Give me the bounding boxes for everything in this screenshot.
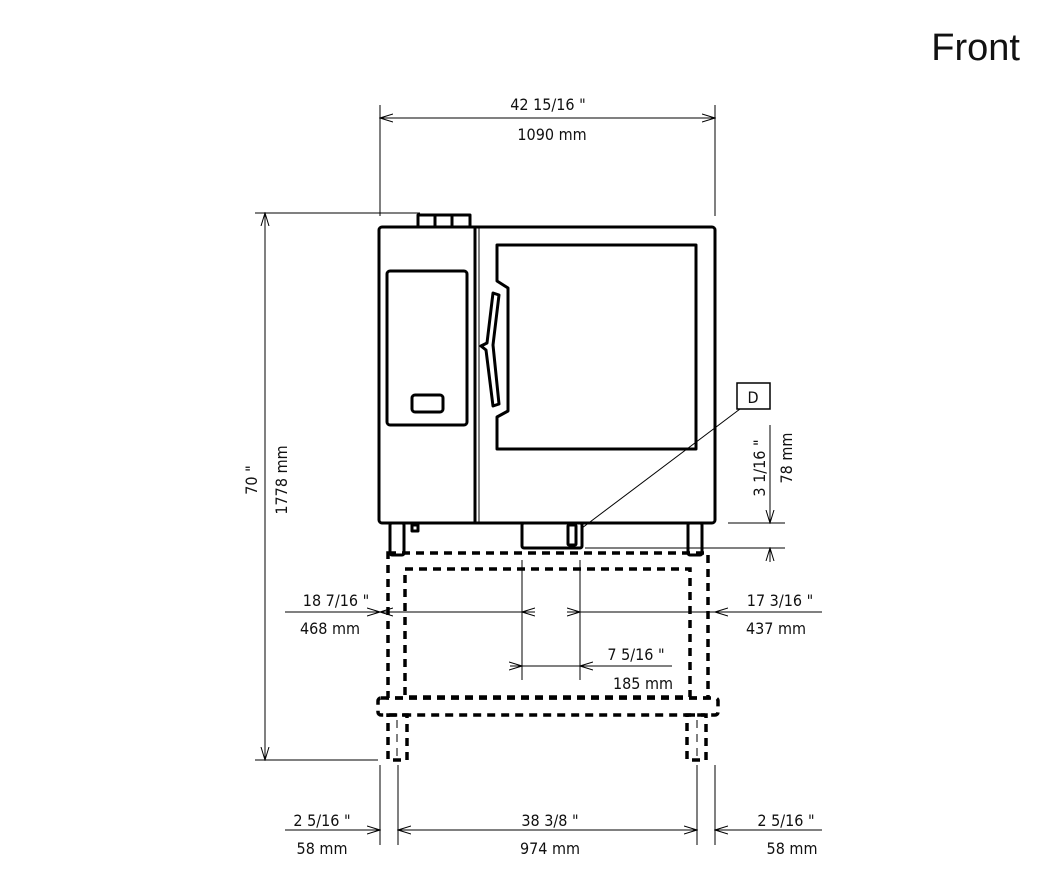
overall-height-dimension: 70 " 1778 mm (242, 213, 420, 760)
overall-width-dimension: 42 15/16 " 1090 mm (380, 95, 715, 216)
left-foot (388, 521, 406, 557)
leg-dimensions: 2 5/16 " 58 mm 38 3/8 " 974 mm 2 5/16 " … (285, 765, 822, 858)
svg-text:2 5/16 ": 2 5/16 " (293, 811, 350, 830)
svg-text:17 3/16 ": 17 3/16 " (747, 591, 813, 610)
control-panel (385, 269, 469, 427)
drain-height-dimension: 3 1/16 " 78 mm (585, 425, 796, 562)
door-handle (479, 291, 501, 408)
view-title: Front (931, 27, 1020, 69)
svg-text:974 mm: 974 mm (520, 839, 580, 858)
drain-position-dimensions: 18 7/16 " 468 mm 17 3/16 " 437 mm 7 5/16… (285, 591, 822, 693)
width-imperial: 42 15/16 " (510, 95, 586, 114)
callout-d: D (581, 382, 771, 529)
control-knobs (416, 213, 472, 227)
door-window (495, 243, 698, 451)
svg-text:468 mm: 468 mm (300, 619, 360, 638)
svg-text:2 5/16 ": 2 5/16 " (757, 811, 814, 830)
svg-text:58 mm: 58 mm (297, 839, 348, 858)
svg-text:D: D (747, 388, 758, 407)
right-foot (686, 521, 704, 557)
svg-text:78 mm: 78 mm (777, 433, 796, 484)
stand-outline (376, 551, 720, 762)
svg-text:7 5/16 ": 7 5/16 " (607, 645, 664, 664)
panel-button (410, 393, 445, 414)
oven-body (377, 213, 717, 557)
svg-text:185 mm: 185 mm (613, 674, 673, 693)
svg-text:18 7/16 ": 18 7/16 " (303, 591, 369, 610)
svg-text:437 mm: 437 mm (746, 619, 806, 638)
width-metric: 1090 mm (517, 125, 586, 144)
svg-text:58 mm: 58 mm (767, 839, 818, 858)
svg-text:3 1/16 ": 3 1/16 " (750, 439, 769, 496)
svg-text:38 3/8 ": 38 3/8 " (521, 811, 578, 830)
height-imperial: 70 " (242, 465, 261, 495)
drain-box (520, 521, 584, 550)
height-metric: 1778 mm (272, 445, 291, 514)
